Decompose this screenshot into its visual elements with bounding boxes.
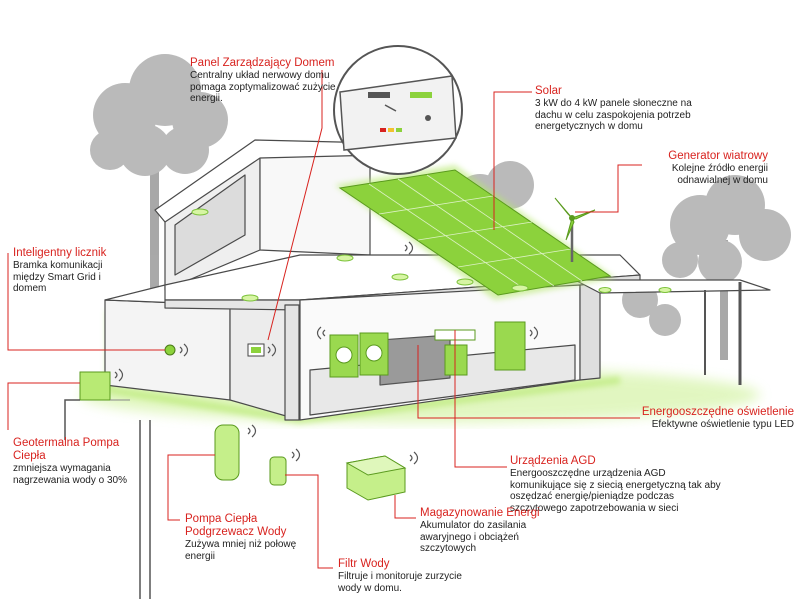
- label-wind-generator: Generator wiatrowy Kolejne źródło energi…: [640, 150, 768, 186]
- label-title: Energooszczędne oświetlenie: [641, 406, 794, 418]
- label-description: Akumulator do zasilania awaryjnego i obc…: [420, 520, 527, 554]
- house: [104, 139, 771, 424]
- label-title: Geotermalna Pompa Ciepła: [13, 437, 120, 462]
- label-description: Kolejne źródło energii odnawialnej w dom…: [671, 163, 768, 186]
- wind-turbine: [554, 197, 596, 262]
- tree-right: [622, 175, 791, 360]
- label-description: 3 kW do 4 kW panele słoneczne na dachu w…: [535, 98, 692, 132]
- label-title: Urządzenia AGD: [510, 455, 596, 467]
- label-solar: Solar 3 kW do 4 kW panele słoneczne na d…: [535, 85, 695, 133]
- label-geothermal-heat-pump: Geotermalna Pompa Ciepła zmniejsza wymag…: [13, 437, 128, 486]
- label-description: Energooszczędne urządzenia AGD komunikuj…: [510, 468, 721, 514]
- label-description: Filtruje i monitoruje zurzycie wody w do…: [338, 571, 462, 594]
- label-energy-storage: Magazynowanie Energi Akumulator do zasil…: [420, 507, 570, 555]
- label-description: Zużywa mniej niż połowę energii: [185, 539, 297, 562]
- label-description: Efektywne oświetlenie typu LED: [651, 419, 794, 430]
- solar-panels: [335, 165, 615, 300]
- label-water-filter: Filtr Wody Filtruje i monitoruje zurzyci…: [338, 558, 483, 594]
- label-title: Magazynowanie Energi: [420, 507, 540, 519]
- label-home-control-panel: Panel Zarządzający Domem Centralny układ…: [190, 57, 345, 105]
- label-heat-pump-water-heater: Pompa Ciepła Podgrzewacz Wody Zużywa mni…: [185, 513, 300, 562]
- label-description: Bramka komunikacji między Smart Grid i d…: [13, 260, 103, 294]
- smart-meter: [164, 344, 176, 356]
- label-title: Generator wiatrowy: [668, 150, 768, 162]
- label-title: Panel Zarządzający Domem: [190, 57, 335, 69]
- wifi-icons: [114, 241, 539, 465]
- ceiling-lights: [191, 208, 672, 302]
- label-appliances: Urządzenia AGD Energooszczędne urządzeni…: [510, 455, 725, 514]
- label-smart-meter: Inteligentny licznik Bramka komunikacji …: [13, 247, 118, 295]
- label-title: Solar: [535, 85, 562, 97]
- label-description: zmniejsza wymagania nagrzewania wody o 3…: [13, 463, 127, 486]
- leader-lines: [7, 70, 642, 569]
- water-filter: [269, 456, 287, 486]
- control-panel-magnifier: [333, 45, 463, 175]
- label-title: Inteligentny licznik: [13, 247, 107, 259]
- label-title: Filtr Wody: [338, 558, 390, 570]
- tree-left: [90, 54, 228, 320]
- heat-pump-water-heater: [214, 424, 240, 481]
- geothermal-unit: [64, 371, 151, 599]
- label-efficient-lighting: Energooszczędne oświetlenie Efektywne oś…: [600, 406, 794, 431]
- label-title: Pompa Ciepła Podgrzewacz Wody: [185, 513, 287, 538]
- energy-storage-battery: [345, 455, 407, 501]
- label-description: Centralny układ nerwowy domu pomaga zopt…: [190, 70, 336, 104]
- wall-control-panel: [247, 343, 265, 357]
